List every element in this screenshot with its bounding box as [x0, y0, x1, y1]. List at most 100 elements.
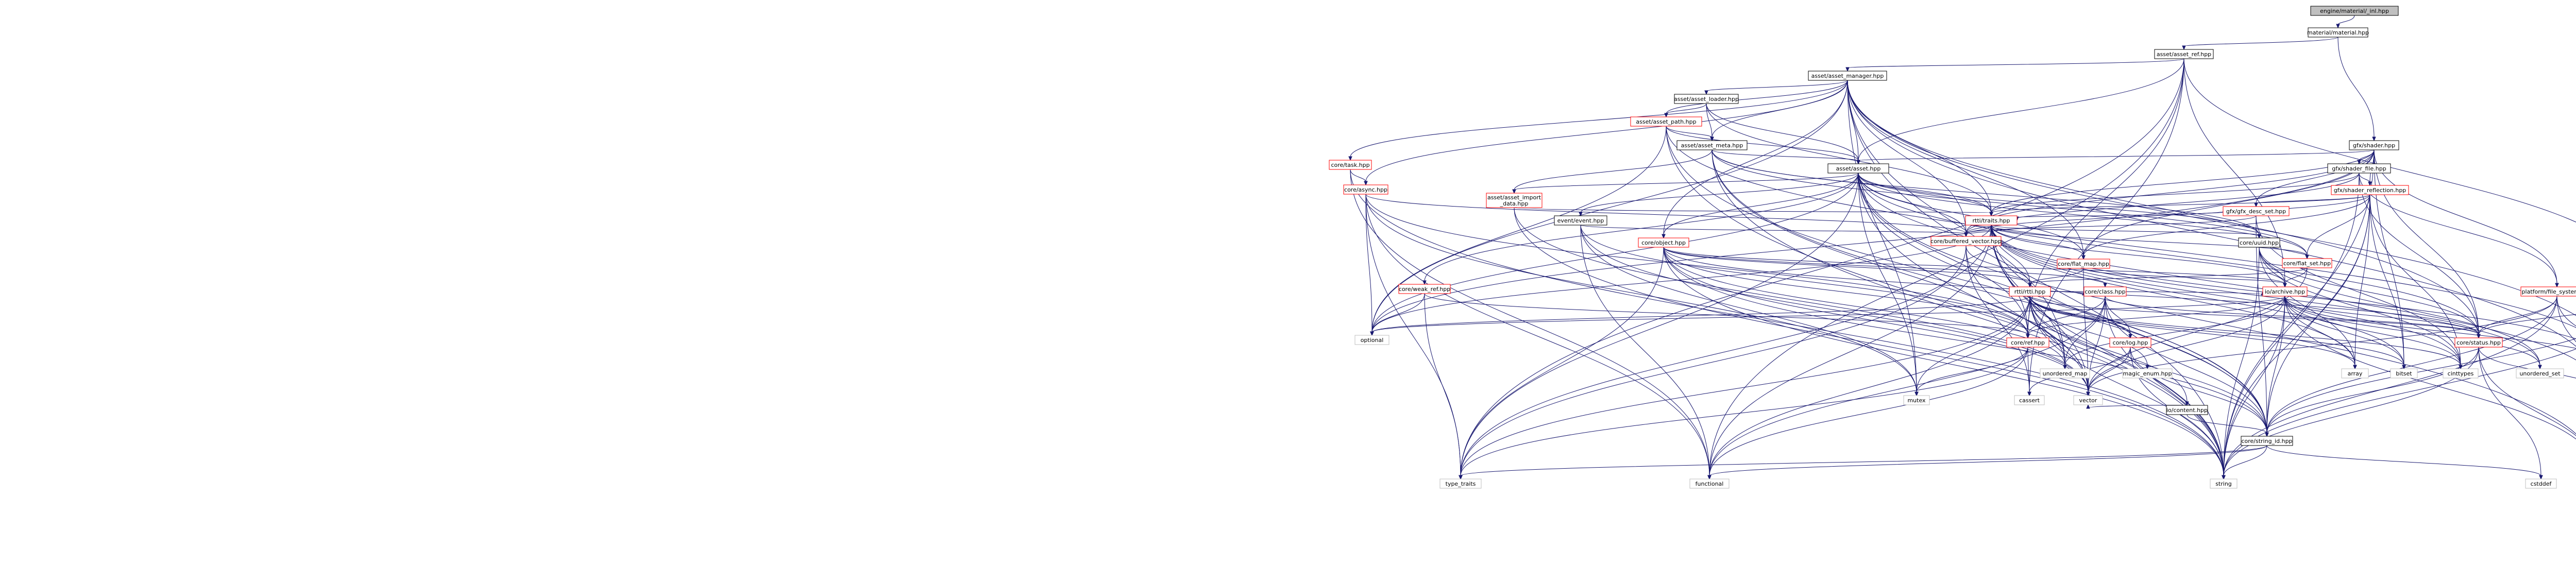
node-rtti-traits[interactable]: rtti/traits.hpp	[1965, 215, 2018, 226]
edge-gfx_shader_file-to-core_buffered_vector	[1964, 173, 2360, 237]
node-asset-import[interactable]: asset/asset_import_data.hpp	[1486, 193, 1543, 208]
node-core-object[interactable]: core/object.hpp	[1638, 237, 1689, 248]
node-label: asset/asset_manager.hpp	[1811, 73, 1884, 79]
edge-core_task-to-functional	[1350, 169, 1711, 480]
edge-gfx_shader-to-optional	[1370, 149, 2375, 336]
edge-rtti_rtti-to-io_content	[2029, 296, 2189, 406]
node-asset-manager[interactable]: asset/asset_manager.hpp	[1808, 71, 1887, 81]
edge-gfx_shader-to-asset_asset	[1856, 149, 2375, 165]
edge-io_archive-to-filesystem	[2284, 296, 2576, 349]
node-label: unordered_map	[2043, 370, 2088, 377]
edge-core_class-to-core_log	[2105, 296, 2132, 339]
edge-io_archive-to-core_status	[2284, 296, 2481, 339]
edge-io_archive-to-iostream	[2284, 296, 2576, 440]
edge-asset_ref-to-functional	[1707, 58, 2184, 480]
node-label: asset/asset_loader.hpp	[1674, 96, 1739, 102]
edge-asset_manager-to-memory	[1847, 80, 2576, 347]
edge-core_class-to-string	[2105, 296, 2226, 480]
node-label: magic_enum.hpp	[2123, 370, 2172, 377]
edge-asset_ref-to-asset_manager	[1845, 58, 2184, 72]
edge-core_status-to-core_string_id	[2265, 347, 2479, 437]
edge-core_ref-to-functional	[1707, 347, 2028, 480]
edge-io_archive-to-array	[2284, 296, 2357, 370]
edge-asset_path-to-string	[1666, 126, 2226, 480]
node-label: gfx/shader.hpp	[2353, 142, 2395, 149]
edge-material_material-to-asset_ref	[2182, 37, 2338, 50]
edge-core_flat_set-to-rtti_rtti	[2028, 267, 2308, 288]
node-gfx-shader-reflection[interactable]: gfx/shader_reflection.hpp	[2331, 185, 2409, 195]
node-core-buffered-vector[interactable]: core/buffered_vector.hpp	[1930, 236, 2002, 246]
node-label: asset/asset_ref.hpp	[2157, 51, 2211, 58]
node-label: cstddef	[2531, 481, 2552, 487]
edge-asset_ref-to-cassert	[2027, 58, 2184, 397]
edge-rtti_traits-to-core_buffered_vector	[1964, 225, 1992, 237]
node-label: rtti/traits.hpp	[1972, 217, 2010, 224]
node-label: functional	[1696, 481, 1724, 487]
node-core-weak-ref[interactable]: core/weak_ref.hpp	[1398, 284, 1451, 294]
node-core-status[interactable]: core/status.hpp	[2454, 337, 2503, 348]
node-core-uuid[interactable]: core/uuid.hpp	[2238, 237, 2280, 248]
node-core-string-id[interactable]: core/string_id.hpp	[2241, 436, 2293, 446]
edge-gfx_shader_file-to-rtti_traits	[1989, 173, 2360, 217]
node-core-log[interactable]: core/log.hpp	[2109, 337, 2151, 348]
node-gfx-shader[interactable]: gfx/shader.hpp	[2349, 140, 2399, 150]
node-core-ref[interactable]: core/ref.hpp	[2006, 337, 2049, 348]
node-event-event[interactable]: event/event.hpp	[1554, 215, 1607, 226]
node-label: gfx/shader_reflection.hpp	[2334, 187, 2406, 194]
node-label: core/task.hpp	[1331, 162, 1369, 168]
edge-core_async-to-functional	[1365, 194, 1711, 480]
edge-gfx_shader_file-to-gfx_shader_reflection	[2359, 173, 2372, 186]
node-asset-path[interactable]: asset/asset_path.hpp	[1630, 116, 1702, 127]
edge-rtti_traits-to-bitset	[1991, 225, 2406, 370]
edge-io_archive-to-unordered_set	[2284, 296, 2542, 370]
node-asset-meta[interactable]: asset/asset_meta.hpp	[1676, 140, 1748, 150]
edge-io_content-to-core_string_id	[2187, 414, 2269, 437]
node-functional: functional	[1689, 478, 1730, 489]
edge-asset_meta-to-core_string_id	[1711, 149, 2269, 437]
edge-core_object-to-core_class	[1663, 247, 2107, 288]
node-label: asset/asset_import	[1487, 194, 1541, 201]
node-unordered-set: unordered_set	[2516, 368, 2564, 379]
edge-core_class-to-functional	[1707, 296, 2106, 480]
node-label: core/async.hpp	[1344, 186, 1387, 193]
node-label: _data.hpp	[1500, 200, 1529, 207]
edge-asset_asset-to-iostream	[1858, 173, 2576, 435]
node-material-material[interactable]: material/material.hpp	[2307, 27, 2369, 38]
node-engine-material[interactable]: engine/material/_inl.hpp	[2310, 6, 2399, 16]
node-core-async[interactable]: core/async.hpp	[1343, 184, 1388, 195]
node-gfx-shader-file[interactable]: gfx/shader_file.hpp	[2327, 163, 2391, 174]
edge-core_object-to-unordered_map	[1663, 247, 2067, 370]
node-label: optional	[1361, 337, 1384, 344]
edge-core_log-to-vector	[2086, 347, 2131, 397]
edge-asset_loader-to-asset_asset	[1706, 103, 1860, 165]
node-gfx-desc-set[interactable]: gfx/gfx_desc_set.hpp	[2223, 206, 2290, 216]
edge-layer	[1348, 15, 2576, 480]
node-asset-asset[interactable]: asset/asset.hpp	[1827, 163, 1889, 174]
edge-io_archive-to-bitset	[2284, 296, 2406, 370]
node-core-flat-map[interactable]: core/flat_map.hpp	[2057, 259, 2110, 269]
node-asset-ref[interactable]: asset/asset_ref.hpp	[2154, 49, 2214, 59]
node-asset-loader[interactable]: asset/asset_loader.hpp	[1674, 94, 1739, 104]
node-string: string	[2210, 478, 2238, 489]
edge-asset_asset-to-asset_import	[1512, 173, 1859, 194]
node-label: gfx/gfx_desc_set.hpp	[2226, 208, 2286, 215]
node-label: string	[2215, 481, 2232, 487]
edge-asset_loader-to-asset_path	[1664, 103, 1707, 118]
node-core-task[interactable]: core/task.hpp	[1329, 160, 1372, 170]
node-core-class[interactable]: core/class.hpp	[2083, 286, 2127, 297]
node-io-content[interactable]: io/content.hpp	[2166, 405, 2208, 415]
node-label: core/class.hpp	[2084, 288, 2125, 295]
edge-core_status-to-iostream	[2478, 347, 2576, 436]
node-platform-fs[interactable]: platform/file_system.hpp	[2520, 286, 2576, 297]
node-label: core/uuid.hpp	[2240, 239, 2279, 246]
node-type-traits: type_traits	[1439, 478, 1482, 489]
node-label: mutex	[1907, 397, 1926, 404]
node-core-flat-set[interactable]: core/flat_set.hpp	[2282, 258, 2332, 268]
edge-material_material-to-gfx_shader	[2337, 37, 2376, 142]
edge-asset_ref-to-asset_asset	[1856, 58, 2184, 165]
node-io-archive[interactable]: io/archive.hpp	[2262, 286, 2308, 297]
node-optional: optional	[1354, 335, 1389, 345]
edge-gfx_shader_file-to-core_status	[2359, 173, 2481, 339]
edge-core_ref-to-mutex	[1914, 347, 2028, 397]
node-rtti-rtti[interactable]: rtti/rtti.hpp	[2009, 286, 2051, 297]
